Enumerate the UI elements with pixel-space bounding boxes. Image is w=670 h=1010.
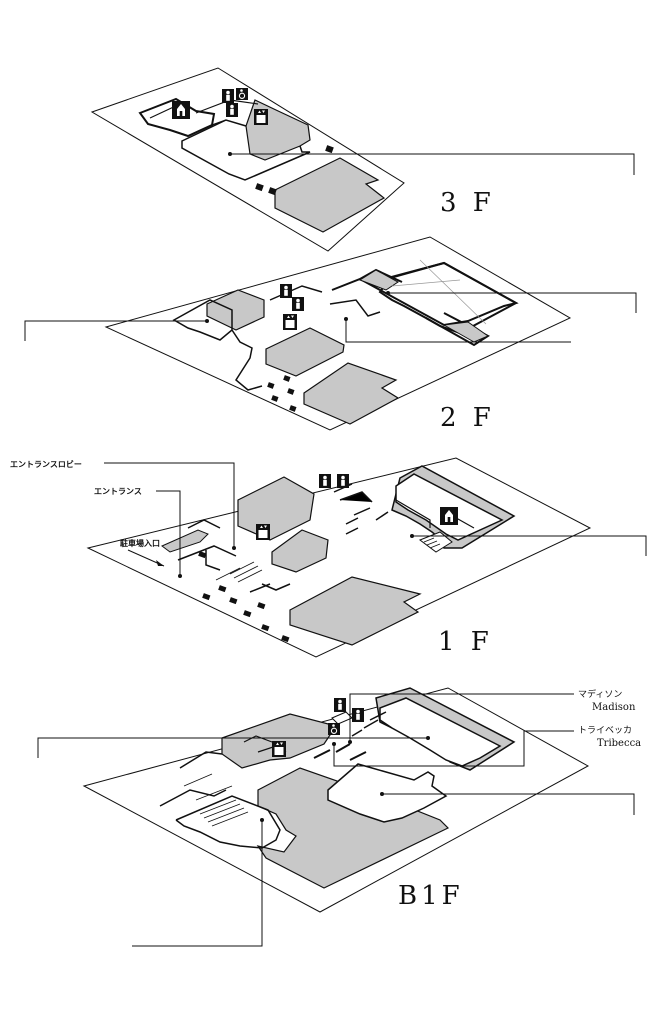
- chapel-icon: [440, 507, 458, 525]
- chapel-icon: [172, 101, 190, 119]
- label-madison-en: Madison: [592, 702, 636, 713]
- wheelchair-icon: [327, 722, 341, 736]
- floor-2f-mid-gray: [265, 327, 345, 377]
- floor-2f: 2 F: [24, 236, 637, 433]
- label-entrance-lobby: エントランスロビー: [10, 459, 82, 469]
- label-entrance: エントランス: [94, 487, 142, 496]
- floor-3f-room: [181, 119, 311, 181]
- label-madison-jp: マディソン: [578, 688, 622, 700]
- floor-1f-gray-area: [289, 576, 422, 646]
- elevator-icon: [283, 314, 297, 330]
- label-tribecca-jp: トライベッカ: [578, 725, 632, 736]
- floor-label-b1f: B1F: [398, 881, 464, 911]
- floor-3f-gray-area: [274, 157, 386, 233]
- floor-2f-upper-gray: [206, 289, 265, 331]
- wheelchair-icon: [235, 87, 249, 101]
- toilet-icon: [319, 474, 331, 488]
- floor-label-3f: 3 F: [440, 188, 495, 218]
- label-parking-entrance: 駐車場入口: [120, 538, 160, 548]
- floor-1f-left-gray: [161, 529, 209, 553]
- toilet-icon: [337, 474, 349, 488]
- floor-label-2f: 2 F: [440, 403, 495, 433]
- floor-1f: エントランスロビー エントランス 駐車場入口 1 F: [10, 457, 647, 658]
- elevator-icon: [254, 109, 268, 125]
- floor-b1f-tribecca-room: [327, 763, 448, 823]
- floor-2f-gray-area: [303, 362, 400, 425]
- elevator-icon: [272, 741, 286, 757]
- floor-b1f: マディソン Madison トライベッカ Tribecca B1F: [37, 687, 641, 947]
- floor-1f-mid-gray: [271, 529, 329, 573]
- elevator-icon: [256, 524, 270, 540]
- floor-3f: 3 F: [90, 67, 635, 252]
- toilet-icon: [222, 89, 234, 103]
- toilet-icon: [334, 698, 346, 712]
- label-tribecca-en: Tribecca: [597, 738, 641, 749]
- floor-label-1f: 1 F: [438, 627, 493, 657]
- toilet-icon: [226, 103, 238, 117]
- toilet-icon: [292, 297, 304, 311]
- toilet-icon: [352, 708, 364, 722]
- floor-b1f-madison-room: [379, 697, 502, 767]
- toilet-icon: [280, 284, 292, 298]
